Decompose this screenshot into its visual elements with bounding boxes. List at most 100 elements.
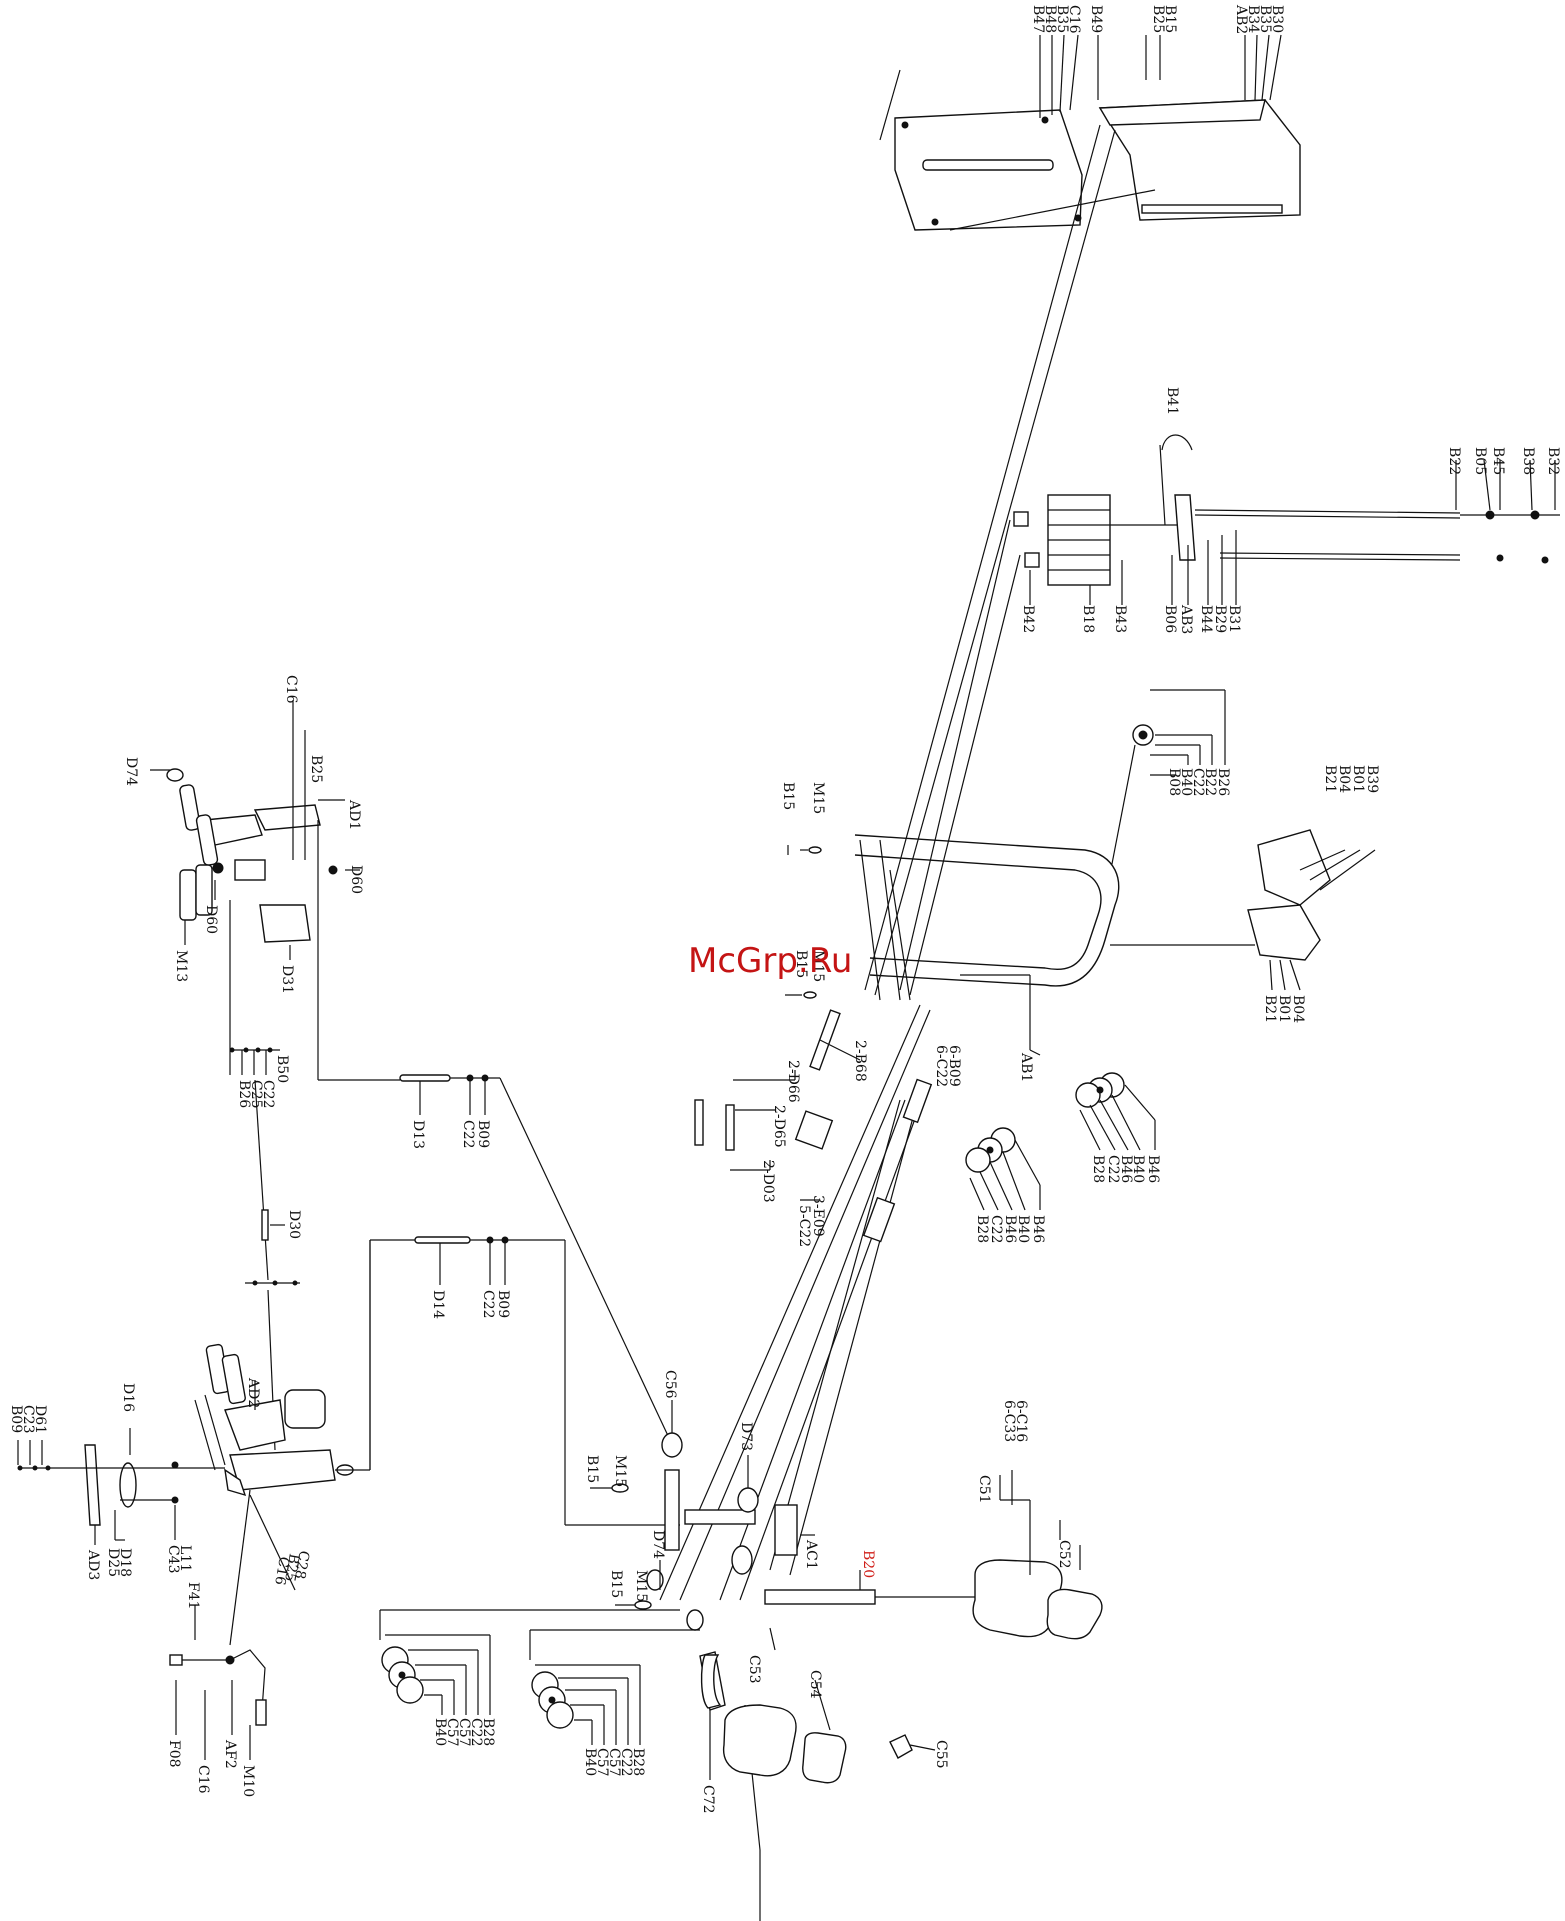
label-d14: D14 [430, 1290, 446, 1319]
pulley-bracket: B39 B01 B04 B21 B04 B01 B21 [1110, 765, 1380, 1023]
label-2-d65: 2-D65 [771, 1105, 787, 1148]
label-m10: M10 [240, 1765, 256, 1797]
label-ad2: AD2 [245, 1377, 261, 1408]
label-c55: C55 [933, 1740, 949, 1769]
label-b40-lb: B40 [582, 1748, 598, 1776]
label-6-c22: 6-C22 [933, 1045, 949, 1087]
label-m15c: M15 [612, 1455, 628, 1487]
label-c22-lb: C22 [618, 1748, 634, 1777]
label-c56: C56 [662, 1370, 678, 1399]
label-3-e09: 3-E09 [810, 1195, 826, 1237]
label-b21b: B21 [1262, 995, 1278, 1023]
label-b46a2: B46 [1118, 1155, 1134, 1183]
guide-rod-labels: B22 B05 B45 B38 B32 B41 [1164, 387, 1561, 511]
lower-pulleys-a: B28 C22 C57 C57 B40 [381, 1634, 496, 1747]
label-b09-ad2: B09 [8, 1405, 24, 1433]
label-b08: B08 [1166, 768, 1182, 796]
label-c23: C23 [20, 1405, 36, 1434]
label-b40a: B40 [1130, 1155, 1146, 1183]
cable-d14-assembly: D14 C22 B09 [369, 1236, 680, 1526]
label-b15: B15 [1162, 5, 1178, 33]
pads-assembly: C51 6-C16 6-C33 C52 C53 C54 C55 C72 [699, 1400, 1103, 1814]
label-c16-ad2: C16 [271, 1555, 292, 1586]
label-d73: D73 [738, 1422, 754, 1451]
label-c16-ad1: C16 [283, 675, 299, 704]
label-b04: B04 [1336, 765, 1352, 793]
label-d25: D25 [105, 1548, 121, 1577]
label-c16-f: C16 [195, 1765, 211, 1794]
cable-d30: D30 [245, 1079, 302, 1451]
label-b46a: B46 [1145, 1155, 1161, 1183]
label-l11: L11 [177, 1545, 193, 1572]
label-b15b: B15 [793, 950, 809, 978]
label-b40-la: B40 [432, 1718, 448, 1746]
label-2-b68: 2-B68 [852, 1040, 868, 1082]
label-c22-la: C22 [468, 1718, 484, 1747]
label-b34: B34 [1245, 5, 1261, 33]
label-b47: B47 [1030, 5, 1046, 33]
label-c22b: C22 [988, 1215, 1004, 1244]
label-d60b: D60 [203, 905, 219, 934]
label-b04b: B04 [1290, 995, 1306, 1023]
label-b40b: B40 [1015, 1215, 1031, 1243]
label-b15c: B15 [584, 1455, 600, 1483]
label-c57-la: C57 [456, 1718, 472, 1747]
label-c43: C43 [165, 1545, 181, 1574]
center-parts: M15 B15 M15 B15 2-D66 2-D65 2-B68 2-D03 … [694, 782, 868, 1247]
label-b44: B44 [1198, 605, 1214, 633]
label-c51: C51 [976, 1475, 992, 1504]
label-b28-lb: B28 [630, 1748, 646, 1776]
label-b35b: B35 [1257, 5, 1273, 33]
label-b35: B35 [1054, 5, 1070, 33]
label-b09-d13: B09 [475, 1120, 491, 1148]
label-b25: B25 [1150, 5, 1166, 33]
label-b01b: B01 [1276, 995, 1292, 1023]
arm-ad1-assembly: C16 B25 D74 AD1 D60 D60 M13 D31 [123, 675, 400, 1081]
weight-stack-assembly: B42 B18 B43 B06 AB3 B44 B29 B31 [1013, 434, 1560, 634]
label-b06: B06 [1162, 605, 1178, 633]
label-b31: B31 [1226, 605, 1242, 633]
label-b39: B39 [1364, 765, 1380, 793]
label-c57-lb2: C57 [594, 1748, 610, 1777]
label-b15d: B15 [608, 1570, 624, 1598]
label-c52: C52 [1056, 1540, 1072, 1569]
label-c54: C54 [807, 1670, 823, 1699]
label-m15d: M15 [633, 1570, 649, 1602]
label-ab2: AB2 [1233, 4, 1249, 34]
label-b26-d13: B26 [236, 1080, 252, 1108]
label-b18: B18 [1080, 605, 1096, 633]
label-ad1: AD1 [346, 799, 362, 830]
label-b30: B30 [1269, 5, 1285, 33]
label-b28-la: B28 [480, 1718, 496, 1746]
label-b38: B38 [1520, 447, 1536, 475]
foot-lever-assembly: F41 F08 AF2 C16 M10 [166, 1489, 267, 1797]
label-b42: B42 [1020, 605, 1036, 633]
label-c72: C72 [700, 1785, 716, 1814]
pulley-set-a: B46 B40 B46 C22 B28 [1075, 1072, 1161, 1184]
label-b40: B40 [1178, 768, 1194, 796]
label-b01: B01 [1350, 765, 1366, 793]
label-b09-d14: B09 [495, 1290, 511, 1318]
pulley-top-right: B26 B22 C22 B40 B08 [1104, 689, 1231, 901]
label-b41: B41 [1164, 387, 1180, 415]
label-c57-lb: C57 [606, 1748, 622, 1777]
label-2-d66: 2-D66 [785, 1060, 801, 1103]
label-b46b: B46 [1030, 1215, 1046, 1243]
label-d13: D13 [410, 1120, 426, 1149]
label-ac1: AC1 [803, 1539, 819, 1570]
label-b21: B21 [1322, 765, 1338, 793]
lower-center-assembly: C56 M15 B15 D73 D74 M15 B15 AC1 B20 [379, 1370, 975, 1921]
label-b45: B45 [1490, 447, 1506, 475]
label-c22-d13b: C22 [460, 1120, 476, 1149]
label-b05: B05 [1472, 447, 1488, 475]
label-5-c22: 5-C22 [796, 1205, 812, 1247]
label-d30: D30 [286, 1210, 302, 1239]
label-d61: D61 [32, 1405, 48, 1434]
label-d18: D18 [117, 1548, 133, 1577]
label-b20: B20 [860, 1550, 876, 1578]
label-b46b2: B46 [1002, 1215, 1018, 1243]
label-f08: F08 [166, 1740, 182, 1768]
label-b49: B49 [1088, 5, 1104, 33]
label-b29: B29 [1212, 605, 1228, 633]
